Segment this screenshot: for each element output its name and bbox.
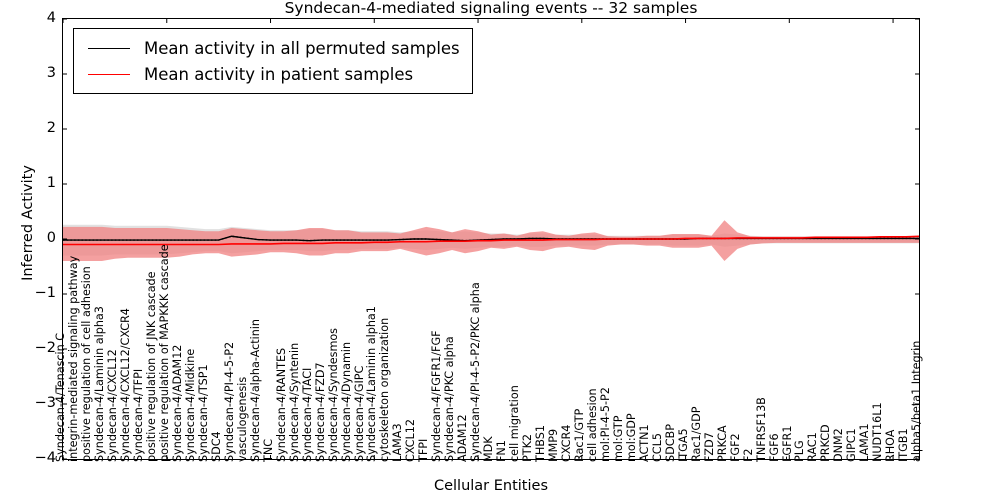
x-tick-label: THBS1 xyxy=(534,425,548,462)
x-tick-label: Syndecan-4/Midkine xyxy=(183,348,197,462)
x-tick-label: mol:PI-4-5-P2 xyxy=(598,387,612,462)
x-tick-label: MDK xyxy=(482,436,496,462)
y-tick-label: 3 xyxy=(46,65,56,81)
y-tick-label: −1 xyxy=(34,285,56,301)
legend-swatch-patient xyxy=(88,73,130,75)
x-tick-label: MMP9 xyxy=(547,428,561,462)
x-tick-label: positive regulation of MAPKKK cascade xyxy=(157,244,171,462)
x-tick-label: Syndecan-4/GIPC xyxy=(352,365,366,462)
x-tick-label: LAMA3 xyxy=(391,423,405,462)
x-tick-label: Rac1/GDP xyxy=(689,406,703,462)
x-tick-label: mol:GTP xyxy=(611,415,625,462)
chart-title: Syndecan-4-mediated signaling events -- … xyxy=(284,0,698,17)
legend-label-permuted: Mean activity in all permuted samples xyxy=(144,38,460,58)
y-tick-label: 4 xyxy=(46,10,56,26)
x-tick-label: Syndecan-4/Tenascin C xyxy=(54,332,68,462)
x-tick-label: TNC xyxy=(261,438,275,462)
x-tick-label: PRKCD xyxy=(819,424,833,462)
x-tick-label: ACTN1 xyxy=(637,424,651,462)
x-tick-label: Syndecan-4/PI-4-5-P2 xyxy=(222,341,236,462)
y-axis-ticks: 4 3 2 1 0 −1 −2 −3 −4 xyxy=(0,11,56,466)
legend-item-patient: Mean activity in patient samples xyxy=(82,61,460,87)
x-tick-label: PTK2 xyxy=(521,433,535,462)
x-tick-label: RAC1 xyxy=(806,432,820,462)
x-tick-label: cytoskeleton organization xyxy=(378,317,392,462)
y-tick-label: −4 xyxy=(34,450,56,466)
x-tick-label: ITGB1 xyxy=(897,428,911,462)
x-tick-label: integrin-mediated signaling pathway xyxy=(67,255,81,462)
y-tick-label: −3 xyxy=(34,395,56,411)
x-tick-label: ADAM12 xyxy=(456,414,470,462)
legend-label-patient: Mean activity in patient samples xyxy=(144,64,414,84)
x-tick-label: TNFRSF13B xyxy=(754,397,768,462)
chart-legend: Mean activity in all permuted samples Me… xyxy=(73,28,473,94)
x-tick-label: FZD7 xyxy=(702,432,716,462)
x-tick-label: CXCL12 xyxy=(404,419,418,462)
x-tick-label: CCL5 xyxy=(650,433,664,462)
x-tick-label: PRKCA xyxy=(715,425,729,462)
x-tick-label: Syndecan-4/TACI xyxy=(300,367,314,462)
x-tick-label: TFPI xyxy=(417,438,431,462)
x-tick-label: FGFR1 xyxy=(780,425,794,462)
x-tick-label: SDCBP xyxy=(663,424,677,462)
x-tick-label: Syndecan-4/FZD7 xyxy=(313,362,327,462)
x-tick-label: Syndecan-4/Syndesmos xyxy=(326,327,340,462)
x-tick-label: FN1 xyxy=(495,440,509,462)
x-tick-label: Syndecan-4/CXCL12/CXCR4 xyxy=(119,308,133,462)
x-tick-label: CXCR4 xyxy=(560,424,574,462)
x-tick-label: Syndecan-4/Laminin alpha3 xyxy=(93,306,107,462)
y-tick-label: 0 xyxy=(46,230,56,246)
x-tick-label: Syndecan-4/Syntenin xyxy=(287,342,301,462)
x-tick-label: vasculogenesis xyxy=(235,376,249,462)
x-tick-label: Syndecan-4/PKC alpha xyxy=(443,336,457,462)
x-tick-label: FGF6 xyxy=(767,433,781,462)
plot-area: Mean activity in all permuted samples Me… xyxy=(62,18,920,460)
x-tick-label: Syndecan-4/TFPI xyxy=(132,368,146,462)
x-tick-label: Syndecan-4/Laminin alpha1 xyxy=(365,306,379,462)
legend-swatch-permuted xyxy=(88,47,130,49)
x-tick-label: Syndecan-4/RANTES xyxy=(274,347,288,462)
y-tick-label: 2 xyxy=(46,120,56,136)
x-tick-label: Syndecan-4/TSP1 xyxy=(196,364,210,462)
x-tick-label: F2 xyxy=(741,448,755,462)
x-tick-label: NUDT16L1 xyxy=(871,402,885,462)
x-tick-label: DNM2 xyxy=(832,428,846,462)
x-tick-label: GIPC1 xyxy=(845,428,859,462)
x-tick-label: Rac1/GTP xyxy=(572,408,586,462)
x-tick-label: positive regulation of JNK cascade xyxy=(144,271,158,462)
x-tick-label: Syndecan-4/alpha-Actinin xyxy=(248,318,262,462)
x-tick-label: LAMA1 xyxy=(858,423,872,462)
x-tick-label: ITGA5 xyxy=(676,428,690,462)
x-tick-label: FGF2 xyxy=(728,433,742,462)
x-axis-label: Cellular Entities xyxy=(433,478,549,494)
plot-canvas xyxy=(63,19,919,459)
x-tick-label: mol:GDP xyxy=(624,413,638,462)
x-tick-label: alpha5/beta1 Integrin xyxy=(910,340,924,462)
x-tick-label: SDC4 xyxy=(209,431,223,462)
x-tick-label: PLG xyxy=(793,440,807,462)
legend-item-permuted: Mean activity in all permuted samples xyxy=(82,35,460,61)
x-tick-label: Syndecan-4/Dynamin xyxy=(339,341,353,462)
x-tick-label: Syndecan-4/ADAM12 xyxy=(170,344,184,462)
x-tick-label: positive regulation of cell adhesion xyxy=(80,266,94,462)
x-tick-label: Syndecan-4/FGFR1/FGF xyxy=(430,330,444,462)
y-tick-label: −2 xyxy=(34,340,56,356)
x-tick-label: RHOA xyxy=(884,429,898,462)
x-tick-label: Syndecan-4/CXCL12 xyxy=(106,349,120,462)
x-tick-label: cell migration xyxy=(508,385,522,462)
x-tick-label: cell adhesion xyxy=(585,388,599,462)
x-tick-label: Syndecan-4/PI-4-5-P2/PKC alpha xyxy=(469,282,483,462)
y-tick-label: 1 xyxy=(46,175,56,191)
